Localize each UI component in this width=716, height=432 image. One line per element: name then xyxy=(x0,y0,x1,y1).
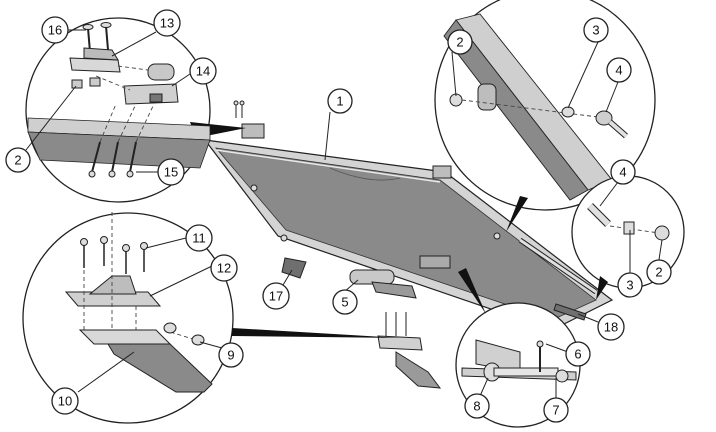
callout-4-top-right: 4 xyxy=(606,57,632,83)
callout-16: 16 xyxy=(41,16,69,44)
callout-11: 11 xyxy=(185,224,213,252)
svg-text:15: 15 xyxy=(164,165,178,180)
svg-text:9: 9 xyxy=(227,348,234,363)
callout-3-right-small: 3 xyxy=(617,272,643,298)
part-18-clip xyxy=(553,303,587,321)
svg-text:16: 16 xyxy=(48,23,62,38)
panel-screw-3 xyxy=(493,232,501,240)
callout-6: 6 xyxy=(565,341,591,367)
svg-text:5: 5 xyxy=(341,295,348,310)
callout-12: 12 xyxy=(210,254,238,282)
svg-text:4: 4 xyxy=(615,63,622,78)
callout-4-right-small: 4 xyxy=(610,159,636,185)
svg-text:8: 8 xyxy=(473,399,480,414)
svg-text:10: 10 xyxy=(58,394,72,409)
callout-2-top-left: 2 xyxy=(5,147,31,173)
svg-text:2: 2 xyxy=(14,153,21,168)
detail-pointer-top-right xyxy=(506,196,528,232)
detail-pointer-bottom-right xyxy=(458,268,486,314)
callout-8: 8 xyxy=(464,393,490,419)
callout-2-top-right: 2 xyxy=(447,29,473,55)
panel-screw-2 xyxy=(280,234,288,242)
detail-pin-bottom-right xyxy=(455,268,581,428)
panel-hinge-right xyxy=(432,165,452,179)
part-5-hinge xyxy=(349,269,417,299)
svg-text:12: 12 xyxy=(217,261,231,276)
detail-strut-top-right xyxy=(434,0,656,232)
svg-text:3: 3 xyxy=(592,23,599,38)
panel-inner-curve xyxy=(329,167,401,181)
svg-text:17: 17 xyxy=(269,289,283,304)
svg-text:2: 2 xyxy=(655,265,662,280)
callout-14: 14 xyxy=(189,57,217,85)
detail-pointer-right-small xyxy=(596,276,608,300)
callout-13: 13 xyxy=(153,9,181,37)
svg-text:7: 7 xyxy=(552,403,559,418)
callout-2-right-small: 2 xyxy=(646,259,672,285)
main-panel-assembly xyxy=(203,100,614,331)
svg-text:18: 18 xyxy=(604,320,618,335)
panel-latch xyxy=(419,255,451,269)
svg-text:11: 11 xyxy=(192,231,206,246)
svg-text:2: 2 xyxy=(456,35,463,50)
svg-text:4: 4 xyxy=(619,165,626,180)
lower-bracket-assembly xyxy=(377,312,442,389)
callout-1: 1 xyxy=(327,88,353,114)
svg-text:14: 14 xyxy=(196,64,210,79)
callout-15: 15 xyxy=(157,158,185,186)
panel-screw-1 xyxy=(250,184,258,192)
panel-hinge-left xyxy=(241,123,265,139)
callout-18: 18 xyxy=(597,313,625,341)
callout-7: 7 xyxy=(543,397,569,423)
svg-text:1: 1 xyxy=(336,94,343,109)
top-screws-group xyxy=(233,100,245,118)
panel-top-edge-highlight xyxy=(215,149,441,183)
callout-17: 17 xyxy=(262,282,290,310)
svg-text:6: 6 xyxy=(574,347,581,362)
callout-3-top-right: 3 xyxy=(583,17,609,43)
detail-hinge-top-left xyxy=(25,17,246,203)
detail-pointer-bottom-left xyxy=(232,328,400,338)
callout-10: 10 xyxy=(51,387,79,415)
part-17-clip xyxy=(281,257,307,279)
callout-5: 5 xyxy=(332,289,358,315)
detail-bracket-bottom-left xyxy=(22,212,400,424)
callout-9: 9 xyxy=(218,342,244,368)
svg-text:13: 13 xyxy=(160,16,174,31)
svg-text:3: 3 xyxy=(626,278,633,293)
